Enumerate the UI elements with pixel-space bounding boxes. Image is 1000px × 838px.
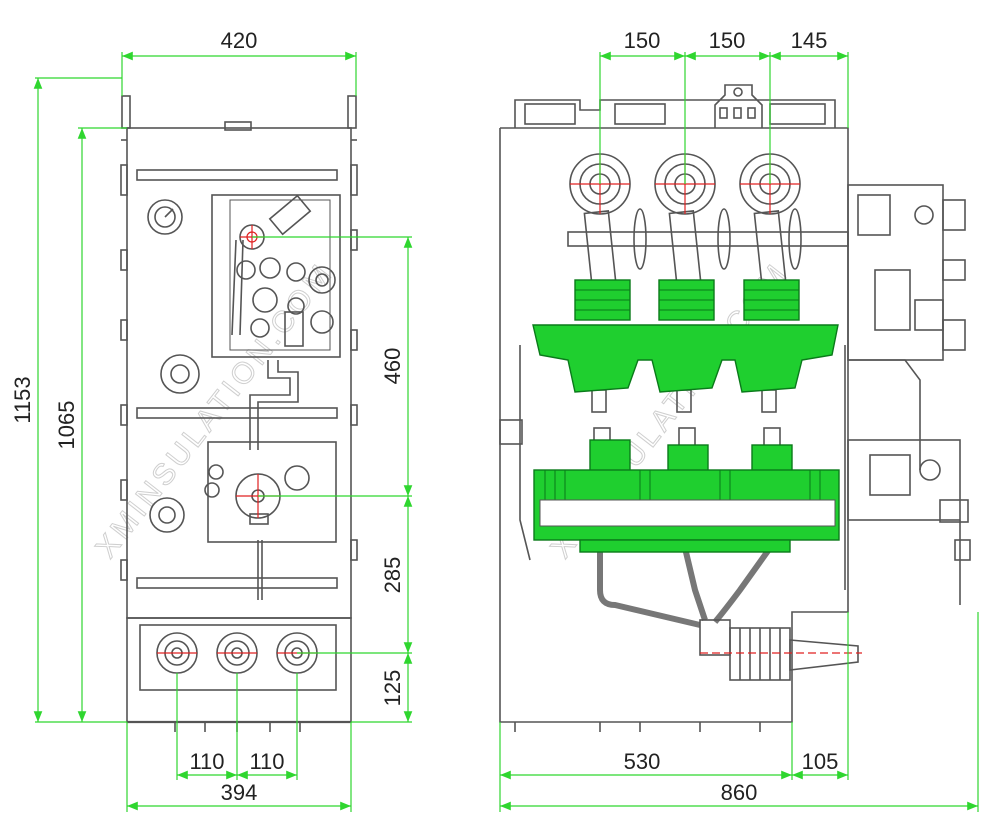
dim-label-420: 420: [221, 28, 258, 53]
side-view-dimensions: [33, 51, 413, 812]
dim-label-145: 145: [791, 28, 828, 53]
lower-handle-disc: [149, 497, 185, 533]
insulator-rib-lines: [539, 289, 836, 527]
front-view: [499, 84, 971, 732]
upper-insulator-frame: [532, 324, 839, 393]
front-view-center-marks: [570, 154, 862, 654]
dim-label-460: 460: [380, 348, 405, 385]
dim-label-860: 860: [721, 780, 758, 805]
dim-label-530: 530: [624, 749, 661, 774]
dim-label-285: 285: [380, 557, 405, 594]
operating-mechanism-upper: [847, 184, 944, 361]
dim-label-394: 394: [221, 780, 258, 805]
side-view: [120, 95, 358, 732]
dim-label-110-left: 110: [189, 749, 224, 774]
lifting-lug: [714, 84, 763, 128]
dim-label-150-first: 150: [624, 28, 661, 53]
dim-label-1153: 1153: [10, 376, 35, 423]
front-view-dimensions: [499, 51, 979, 812]
lock-disc: [160, 354, 200, 394]
dim-label-125: 125: [380, 670, 405, 707]
dim-label-150-second: 150: [709, 28, 746, 53]
dim-label-1065: 1065: [54, 401, 79, 450]
upper-mechanism-plate: [211, 194, 341, 358]
operating-mechanism-lower: [847, 439, 961, 521]
lower-mechanism-plate: [207, 441, 337, 543]
dim-label-110-right: 110: [249, 749, 284, 774]
dim-label-105: 105: [802, 749, 839, 774]
pressure-gauge: [147, 199, 183, 235]
